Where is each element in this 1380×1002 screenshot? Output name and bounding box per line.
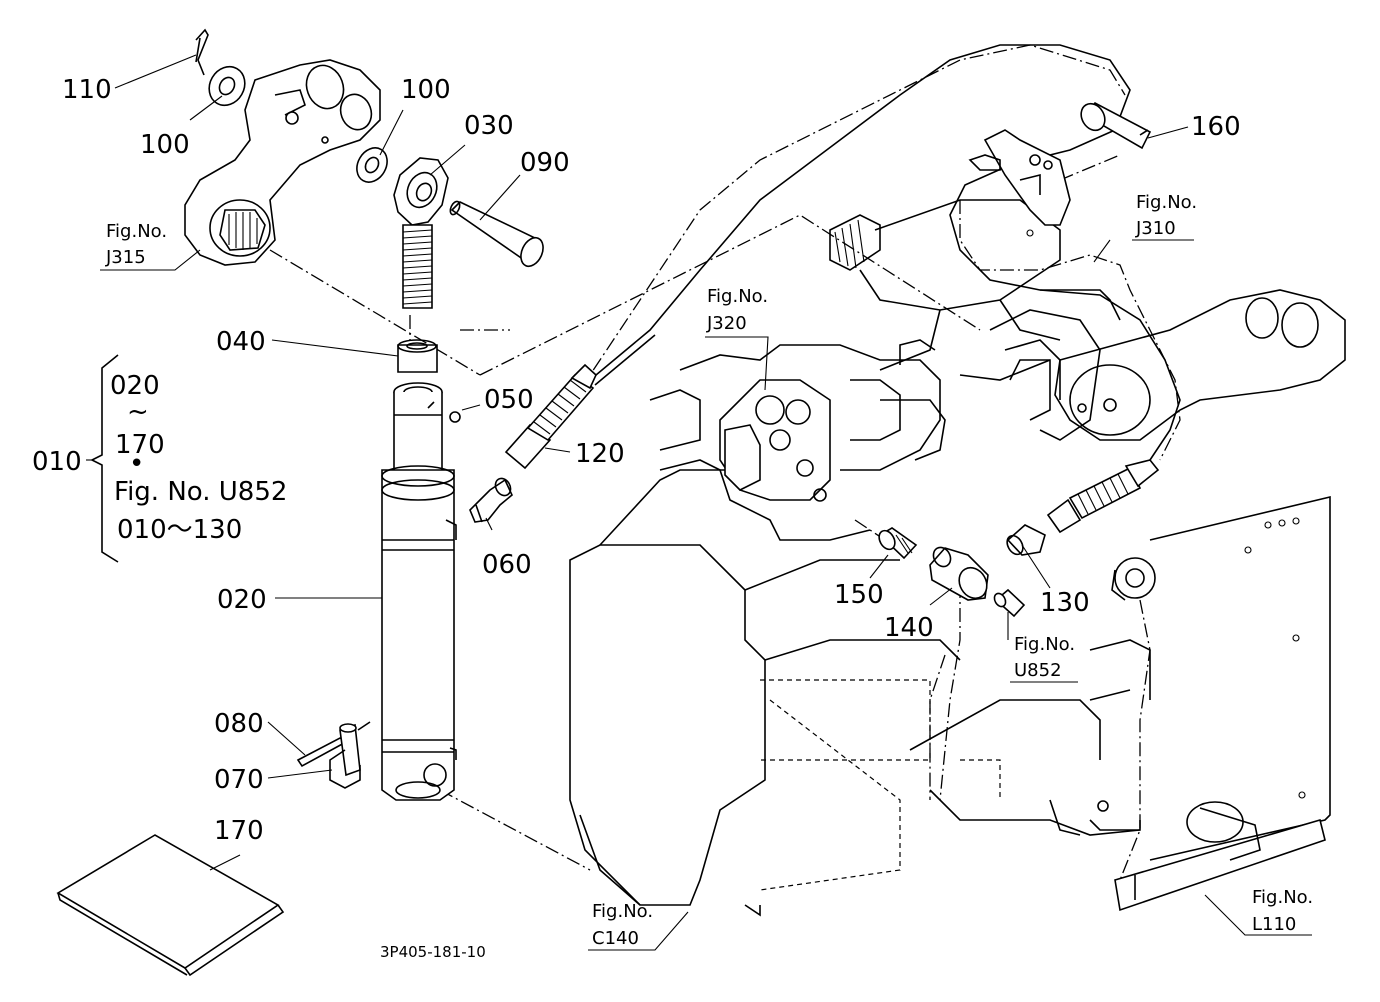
control-valve-block — [649, 339, 946, 541]
rod-end-030 — [393, 157, 449, 309]
fitting-150 — [878, 527, 918, 560]
assembly-line1: 020 — [110, 371, 160, 401]
nut-040 — [397, 339, 438, 373]
callout-110: 110 — [62, 75, 112, 105]
callout-030: 030 — [464, 111, 514, 141]
pin-090 — [449, 200, 544, 268]
hose-fitting-right — [1046, 459, 1160, 534]
fig-ref-u852-label: Fig.No. — [1014, 634, 1075, 655]
adapter-130 — [1006, 524, 1046, 556]
figure-references: Fig.No. J315 Fig.No. J310 Fig.No. J320 F… — [105, 192, 1313, 949]
callout-170: 170 — [214, 816, 264, 846]
document-code: 3P405-181-10 — [380, 943, 486, 961]
assembly-line4: 010～130 — [117, 515, 242, 545]
elbow-140 — [929, 546, 989, 601]
fitting-050 — [449, 411, 461, 423]
split-pin-110 — [195, 28, 209, 76]
callout-130: 130 — [1040, 588, 1090, 618]
fig-ref-j315-label: Fig.No. — [106, 221, 167, 242]
fig-ref-j320-label: Fig.No. — [707, 286, 768, 307]
fig-ref-j320-code: J320 — [706, 313, 747, 334]
callout-120: 120 — [575, 439, 625, 469]
callout-100a: 100 — [140, 130, 190, 160]
assembly-note: 010 020 ~ 170 • Fig. No. U852 010～130 — [32, 371, 287, 545]
fig-ref-j310-code: J310 — [1135, 218, 1176, 239]
lever-bracket — [968, 129, 1071, 237]
hose-fitting-120 — [504, 363, 597, 470]
hydraulic-cylinder-020 — [381, 382, 457, 801]
callout-labels: 110 100 100 030 090 040 050 120 060 020 … — [62, 75, 1241, 846]
callout-060: 060 — [482, 550, 532, 580]
split-pin-080 — [296, 737, 348, 768]
rear-axle-housing — [829, 199, 1346, 441]
lynch-pin-070 — [329, 721, 371, 789]
leader-lines — [86, 54, 1312, 951]
fig-ref-c140-code: C140 — [592, 928, 639, 949]
fig-ref-u852-code: U852 — [1014, 660, 1062, 681]
fig-ref-c140-label: Fig.No. — [592, 901, 653, 922]
fig-ref-j315-code: J315 — [105, 247, 146, 268]
callout-150: 150 — [834, 580, 884, 610]
washer-100b — [356, 147, 388, 183]
callout-040: 040 — [216, 327, 266, 357]
assembly-tilde: ~ — [127, 397, 149, 427]
callout-100b: 100 — [401, 75, 451, 105]
elbow-060 — [469, 477, 513, 523]
clip-160 — [1080, 101, 1152, 150]
assembly-line3: Fig. No. U852 — [114, 477, 287, 507]
side-plate — [1111, 495, 1331, 912]
lift-arm — [184, 59, 381, 266]
fig-ref-l110-code: L110 — [1252, 914, 1296, 935]
fitting-u852 — [993, 588, 1026, 618]
assembly-item: 010 — [32, 447, 82, 477]
callout-080: 080 — [214, 709, 264, 739]
transmission-housing — [569, 469, 1151, 917]
callout-140: 140 — [884, 613, 934, 643]
fig-ref-l110-label: Fig.No. — [1252, 887, 1313, 908]
fig-ref-j310-label: Fig.No. — [1136, 192, 1197, 213]
callout-090: 090 — [520, 148, 570, 178]
washer-100a — [208, 65, 246, 107]
assembly-dot: • — [129, 449, 144, 479]
callout-160: 160 — [1191, 112, 1241, 142]
manual-170 — [56, 834, 285, 977]
callout-050: 050 — [484, 385, 534, 415]
hydraulic-hose — [589, 44, 1181, 461]
callout-070: 070 — [214, 765, 264, 795]
assembly-line2: 170 — [115, 430, 165, 460]
callout-020: 020 — [217, 585, 267, 615]
